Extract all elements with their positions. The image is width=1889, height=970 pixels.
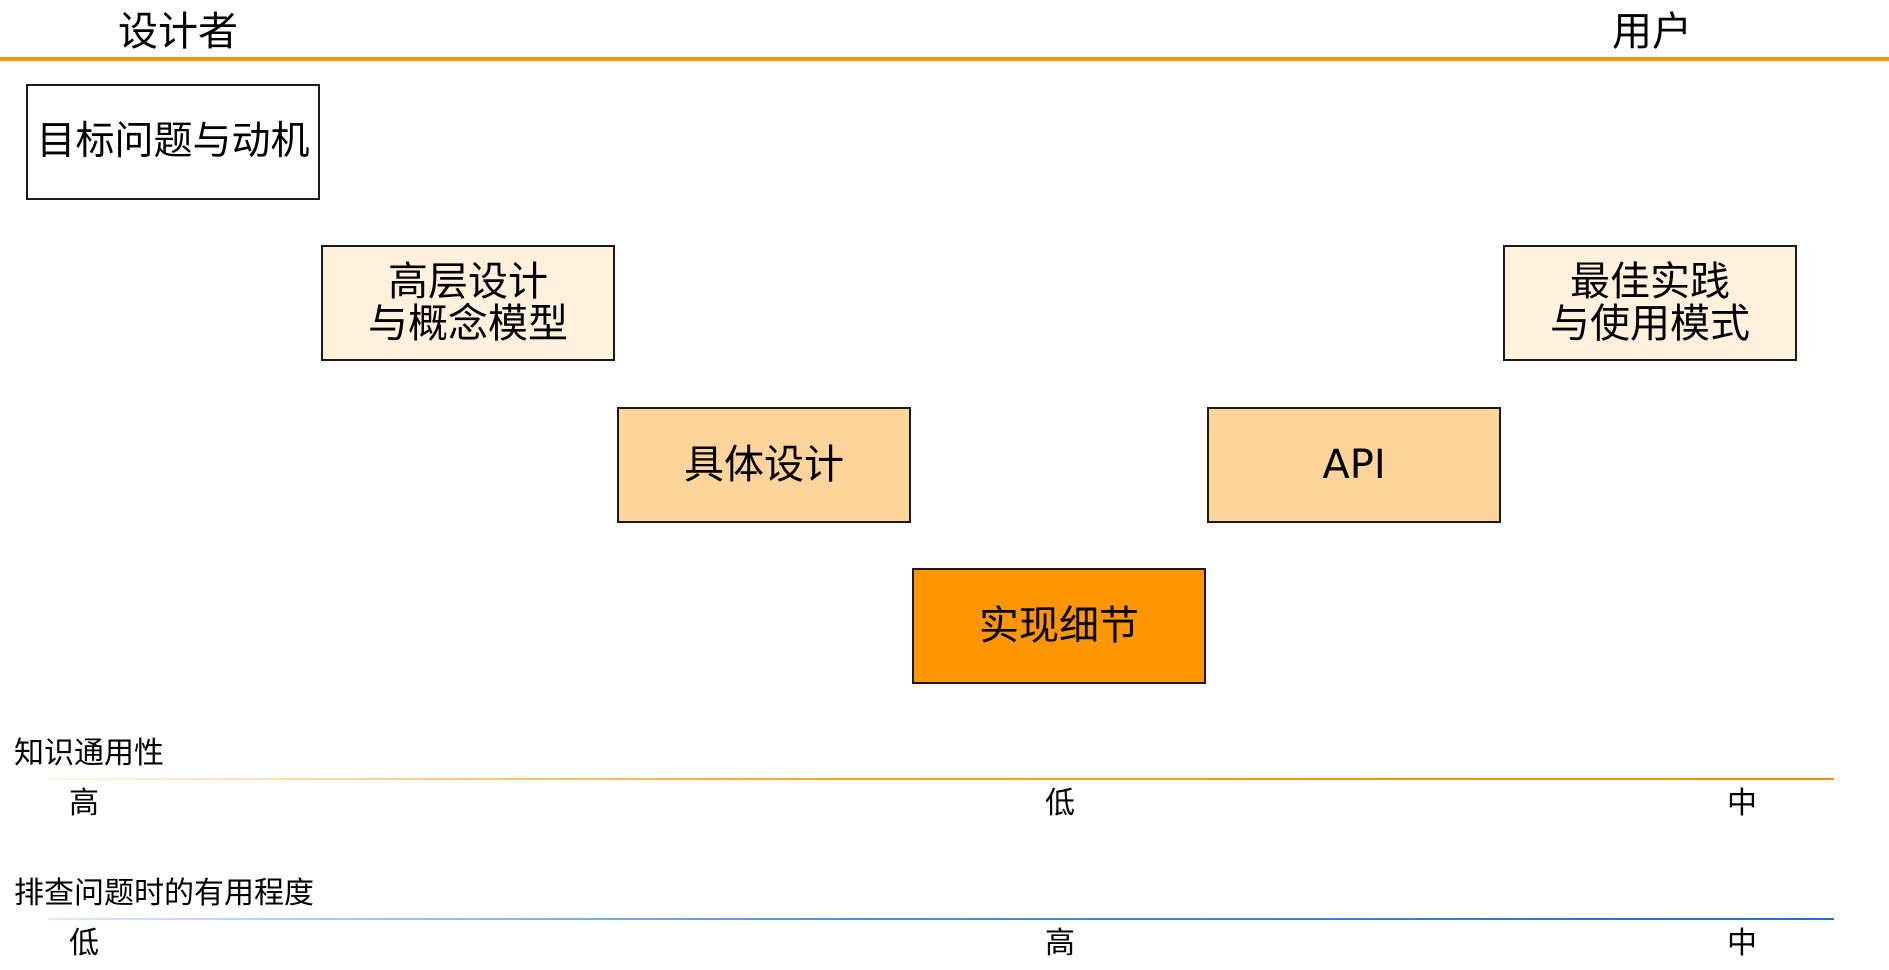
generality-scale-right: 中 [1727,786,1757,821]
generality-scale-line [48,778,1834,780]
box-concrete-design: 具体设计 [617,407,911,523]
troubleshooting-scale-right: 中 [1727,926,1757,961]
box-goal-and-motivation: 目标问题与动机 [26,84,320,200]
user-label: 用户 [1612,9,1692,55]
box-best-practice-line1: 最佳实践 [1570,259,1730,305]
box-high-level-line1: 高层设计 [388,259,548,305]
box-high-level-line2: 与概念模型 [368,301,568,347]
box-concrete-design-text: 具体设计 [684,442,844,488]
troubleshooting-scale-line [48,918,1834,920]
box-implementation-text: 实现细节 [979,603,1139,649]
generality-scale-title: 知识通用性 [14,736,164,771]
generality-scale-middle: 低 [1045,786,1075,821]
box-high-level-design: 高层设计 与概念模型 [321,245,615,361]
generality-scale-left: 高 [69,786,99,821]
box-goal-text: 目标问题与动机 [36,119,310,164]
box-best-practice-line2: 与使用模式 [1550,301,1750,347]
header-divider [0,57,1889,61]
box-implementation-details: 实现细节 [912,568,1206,684]
box-api-text: API [1322,442,1386,488]
troubleshooting-scale-title: 排查问题时的有用程度 [14,876,314,911]
designer-label: 设计者 [118,9,238,55]
troubleshooting-scale-left: 低 [69,926,99,961]
box-api: API [1207,407,1501,523]
troubleshooting-scale-middle: 高 [1045,926,1075,961]
box-best-practice: 最佳实践 与使用模式 [1503,245,1797,361]
